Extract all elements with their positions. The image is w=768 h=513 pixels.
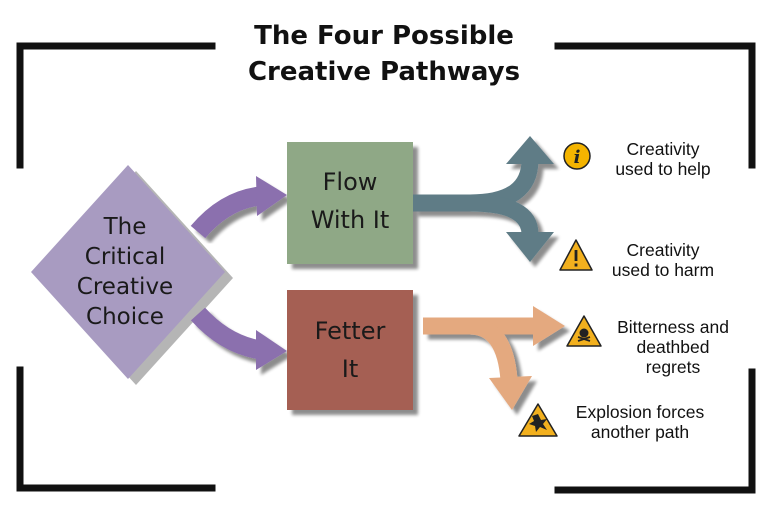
outcome-bitterness-line-3: regrets — [645, 357, 701, 377]
outcome-bitterness-line-2: deathbed — [636, 337, 710, 357]
outcome-help-line-1: Creativity — [626, 139, 700, 159]
fetter-it-label: Fetter It — [287, 312, 413, 388]
outcome-help: Creativity used to help — [598, 139, 728, 179]
title-line-2: Creative Pathways — [247, 57, 521, 87]
critical-choice-label: The Critical Creative Choice — [55, 212, 195, 332]
outcome-bitterness: Bitterness and deathbed regrets — [603, 317, 743, 377]
outcome-explosion-line-1: Explosion forces — [575, 402, 705, 422]
outcome-help-line-2: used to help — [615, 159, 711, 179]
fetter-branch-arrows — [423, 306, 565, 410]
outcome-explosion-line-2: another path — [590, 422, 690, 442]
info-icon: i — [563, 142, 591, 170]
frame-bracket-bottom-left — [16, 366, 216, 492]
frame-bracket-top-left — [16, 42, 216, 169]
outcome-harm: Creativity used to harm — [598, 240, 728, 280]
title-line-1: The Four Possible — [254, 21, 514, 51]
flow-with-it-label: Flow With It — [287, 163, 413, 239]
fetter-it-box — [287, 290, 413, 410]
curved-arrow-up — [190, 176, 287, 239]
curved-arrow-down — [190, 307, 287, 370]
flow-line-1: Flow — [322, 168, 378, 196]
choice-line-1: The — [103, 214, 147, 240]
warning-icon — [559, 239, 593, 271]
fetter-line-2: It — [341, 355, 359, 383]
frame-bracket-top-right — [554, 42, 756, 169]
outcome-explosion: Explosion forces another path — [560, 402, 720, 442]
flow-line-2: With It — [310, 206, 390, 234]
outcome-bitterness-line-1: Bitterness and — [617, 317, 729, 337]
skull-warning-icon — [566, 315, 602, 347]
frame-brackets — [16, 42, 756, 494]
choice-line-3: Creative — [76, 274, 174, 300]
fetter-line-1: Fetter — [314, 317, 386, 345]
flow-branch-arrows — [413, 136, 554, 262]
critical-choice-diamond — [31, 165, 233, 385]
choice-line-4: Choice — [86, 304, 164, 330]
frame-bracket-bottom-right — [554, 368, 756, 494]
svg-text:i: i — [574, 147, 581, 168]
page-title: The Four Possible Creative Pathways — [214, 18, 554, 90]
outcome-harm-line-1: Creativity — [626, 240, 700, 260]
flow-with-it-box — [287, 142, 413, 264]
explosion-warning-icon — [518, 403, 558, 437]
choice-line-2: Critical — [84, 244, 166, 270]
outcome-harm-line-2: used to harm — [611, 260, 715, 280]
